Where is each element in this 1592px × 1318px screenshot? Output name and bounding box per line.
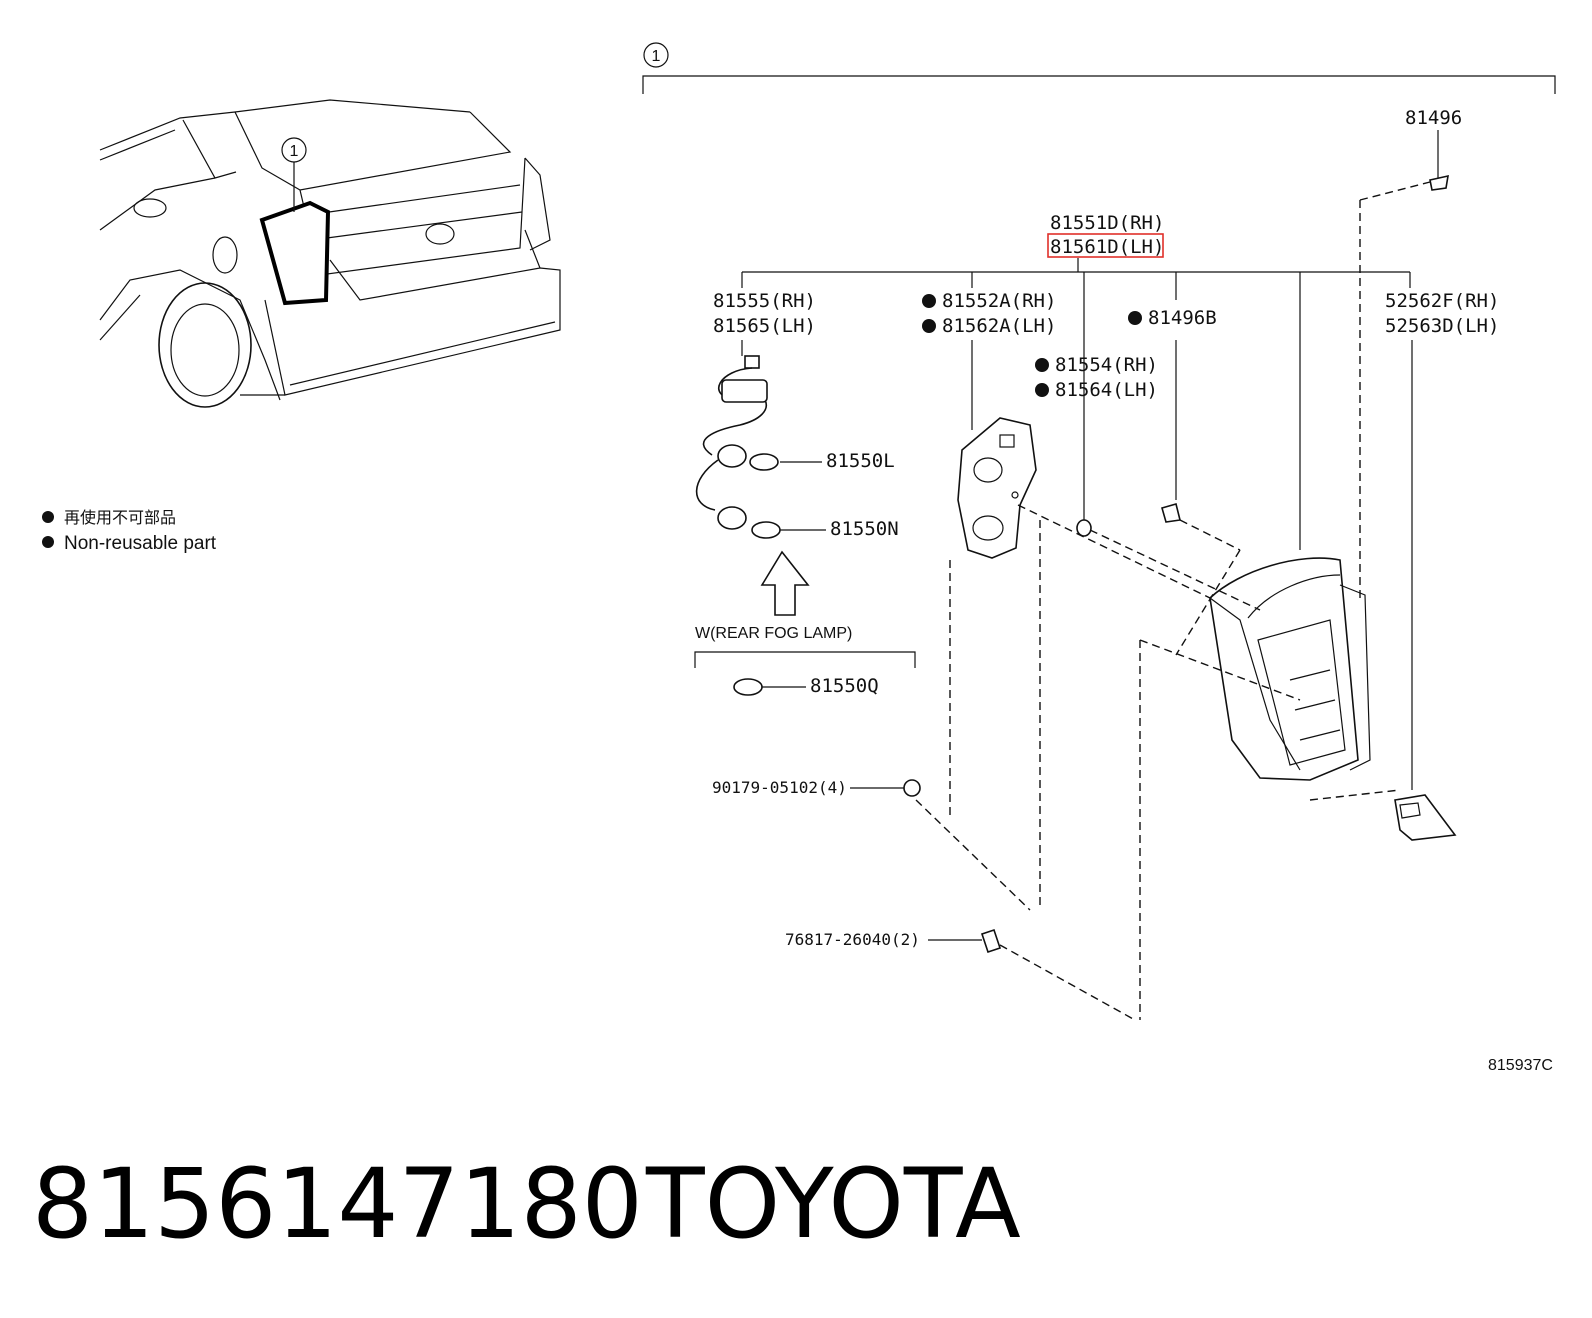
non-reusable-dot-icon <box>1035 358 1049 372</box>
non-reusable-dot-icon <box>42 536 54 548</box>
assembly-lh-highlight <box>1047 233 1164 258</box>
part-label-81562a[interactable]: 81562A(LH) <box>942 315 1056 337</box>
part-label-81496[interactable]: 81496 <box>1405 107 1462 129</box>
fog-lamp-label: W(REAR FOG LAMP) <box>695 625 852 642</box>
part-label-76817[interactable]: 76817-26040(2) <box>785 930 920 949</box>
non-reusable-dot-icon <box>42 511 54 523</box>
non-reusable-dot-icon <box>1128 311 1142 325</box>
part-label-81565[interactable]: 81565(LH) <box>713 315 816 337</box>
part-label-52562f[interactable]: 52562F(RH) <box>1385 290 1499 312</box>
non-reusable-dot-icon <box>1035 383 1049 397</box>
part-label-90179[interactable]: 90179-05102(4) <box>712 778 847 797</box>
car-illustration: 1 <box>99 99 561 408</box>
part-label-81550q[interactable]: 81550Q <box>810 675 879 697</box>
legend: 再使用不可部品 Non-reusable part <box>42 509 217 554</box>
part-label-81550n[interactable]: 81550N <box>830 518 899 540</box>
bracket-callout-number: 1 <box>652 48 661 65</box>
part-label-81555[interactable]: 81555(RH) <box>713 290 816 312</box>
callout-number: 1 <box>290 143 299 160</box>
leader-lines <box>741 130 1439 941</box>
gasket-plate <box>957 417 1037 559</box>
part-label-52563d[interactable]: 52563D(LH) <box>1385 315 1499 337</box>
non-reusable-dot-icon <box>922 319 936 333</box>
tail-light-highlight <box>259 200 331 306</box>
part-label-81554[interactable]: 81554(RH) <box>1055 354 1158 376</box>
dashed-lines <box>915 181 1431 1021</box>
part-label-81564[interactable]: 81564(LH) <box>1055 379 1158 401</box>
legend-japanese: 再使用不可部品 <box>64 509 176 527</box>
non-reusable-dot-icon <box>922 294 936 308</box>
legend-english: Non-reusable part <box>64 533 217 554</box>
footer-part-number: 8156147180 <box>32 1148 643 1260</box>
part-label-81496b[interactable]: 81496B <box>1148 307 1217 329</box>
assembly-bracket: 1 <box>642 42 1556 94</box>
footer-brand: TOYOTA <box>645 1148 1021 1260</box>
tail-lamp-body <box>903 174 1457 954</box>
part-label-81552a[interactable]: 81552A(RH) <box>942 290 1056 312</box>
part-label-81550l[interactable]: 81550L <box>826 450 895 472</box>
diagram-code: 815937C <box>1488 1057 1553 1074</box>
assembly-label-lh[interactable]: 81561D(LH) <box>1050 236 1164 258</box>
socket-wire-assembly <box>694 355 916 696</box>
assembly-label-rh[interactable]: 81551D(RH) <box>1050 212 1164 234</box>
